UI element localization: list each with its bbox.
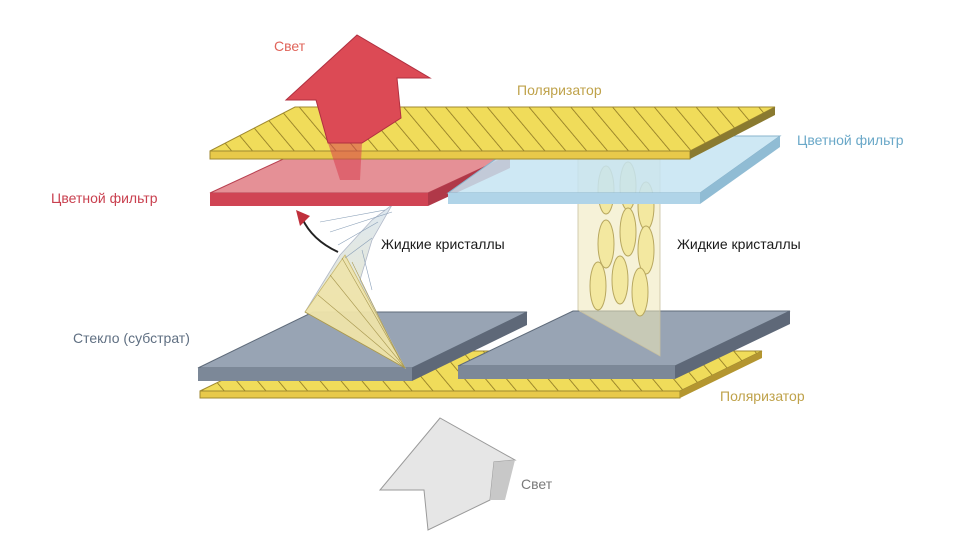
twisted-liquid-crystal <box>304 204 406 370</box>
glass-substrate-label: Стекло (субстрат) <box>73 330 190 346</box>
color-filter-label-right: Цветной фильтр <box>797 132 904 148</box>
color-filter-label-left: Цветной фильтр <box>51 190 158 206</box>
liquid-crystals-label-left: Жидкие кристаллы <box>381 236 505 252</box>
glass-substrate-right <box>457 310 791 379</box>
light-label-top: Свет <box>274 38 306 54</box>
liquid-crystals-label-right: Жидкие кристаллы <box>677 236 801 252</box>
light-arrow-up-red <box>284 34 432 180</box>
polarizer-label-bottom: Поляризатор <box>720 388 805 404</box>
light-arrow-up-grey <box>378 417 517 531</box>
top-polarizer <box>209 106 776 160</box>
rotation-arrow <box>296 210 339 253</box>
polarizer-label-top: Поляризатор <box>517 82 602 98</box>
light-label-bottom: Свет <box>521 476 553 492</box>
